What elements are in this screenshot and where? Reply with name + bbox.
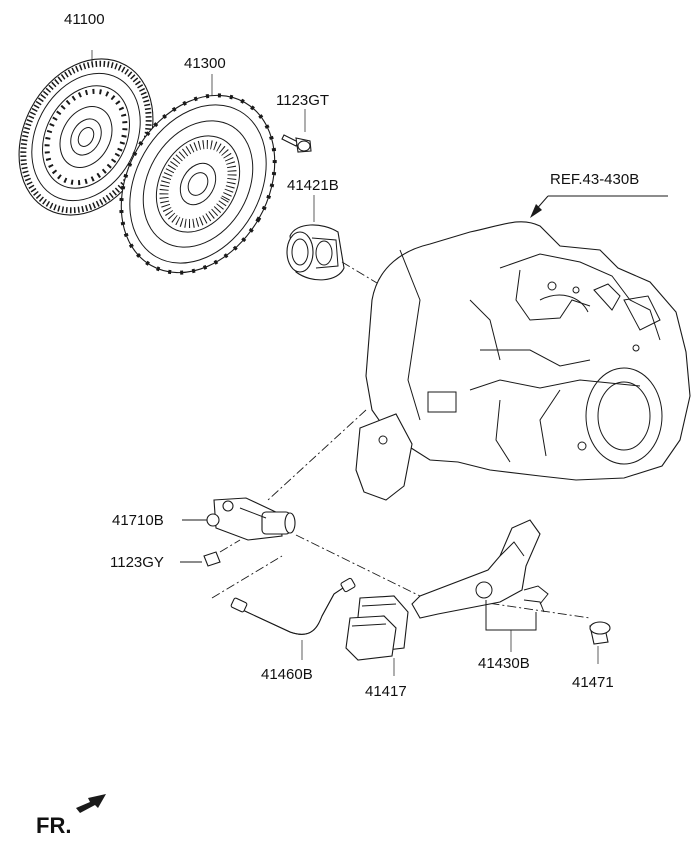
label-41417: 41417 [365,683,407,700]
pressure-plate [119,74,277,275]
front-indicator-label: FR. [36,813,72,838]
label-41100: 41100 [64,11,105,28]
label-1123gt: 1123GT [276,92,330,109]
label-41471: 41471 [572,674,614,691]
label-41710b: 41710B [112,512,164,529]
bolt-1123gy [180,551,221,567]
transaxle-housing [355,195,691,501]
clutch-hose [230,577,356,660]
label-41300: 41300 [184,55,226,72]
label-41430b: 41430B [478,655,530,672]
release-cylinder [182,497,296,541]
label-41421b: 41421B [287,177,339,194]
front-arrow-icon [76,794,106,813]
dust-boot [345,595,409,676]
label-1123gy: 1123GY [110,554,164,571]
release-bearing [286,195,345,281]
label-ref-43-430b: REF.43-430B [550,171,640,188]
fork-pivot-bolt [589,621,611,664]
release-fork [411,519,549,652]
bolt-1123gt [281,109,312,153]
label-41460b: 41460B [261,666,313,683]
